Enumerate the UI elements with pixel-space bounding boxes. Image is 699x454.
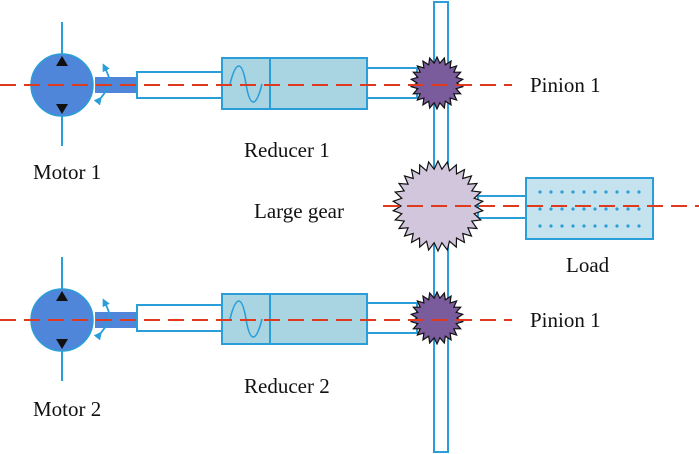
load-dot (560, 190, 564, 194)
load-dot (593, 207, 597, 211)
load-dot (560, 207, 564, 211)
label-reducer-2: Reducer 2 (244, 374, 330, 398)
load-dot (549, 224, 553, 228)
motor-1-down-arrow-icon (56, 104, 68, 114)
load-dot (571, 207, 575, 211)
motor-1-up-arrow-icon (56, 56, 68, 66)
label-motor-1: Motor 1 (33, 160, 101, 184)
motor-2-down-arrow-icon (56, 339, 68, 349)
pinion-1-bottom-gear-icon (409, 290, 465, 346)
load-dot (538, 224, 542, 228)
output-stage (383, 159, 699, 253)
drive-line-bottom (0, 257, 512, 381)
rotation-arrow-icon (93, 298, 111, 341)
label-reducer-1: Reducer 1 (244, 138, 330, 162)
load-dot (571, 190, 575, 194)
label-pinion-top: Pinion 1 (530, 73, 601, 97)
output-shaft-top (366, 67, 418, 99)
output-shaft-bottom (366, 302, 418, 334)
reducer-1 (221, 57, 368, 110)
load-dot (637, 224, 641, 228)
load-dot (549, 207, 553, 211)
drive-line-top (0, 22, 512, 146)
load-dot (626, 190, 630, 194)
load-dot (593, 190, 597, 194)
label-large-gear: Large gear (254, 199, 344, 223)
load-dot (637, 190, 641, 194)
load-dot (615, 190, 619, 194)
load-dot-pattern (538, 190, 641, 228)
load-dot (604, 190, 608, 194)
load-dot (582, 190, 586, 194)
label-motor-2: Motor 2 (33, 397, 101, 421)
load-dot (626, 207, 630, 211)
load-dot (538, 207, 542, 211)
load-dot (571, 224, 575, 228)
label-pinion-bottom: Pinion 1 (530, 308, 601, 332)
load-dot (604, 207, 608, 211)
load-dot (615, 224, 619, 228)
load-dot (593, 224, 597, 228)
load-dot (549, 190, 553, 194)
load-dot (582, 207, 586, 211)
load-dot (582, 224, 586, 228)
load-dot (604, 224, 608, 228)
load-dot (626, 224, 630, 228)
pinion-1-top-gear-icon (409, 55, 465, 111)
load-box (525, 177, 654, 240)
coupling-shaft-bottom (136, 304, 223, 332)
motor-2-up-arrow-icon (56, 291, 68, 301)
label-load: Load (566, 253, 610, 277)
rotation-arrow-icon (93, 63, 111, 106)
load-body (525, 177, 654, 240)
reducer-1-body (269, 57, 368, 110)
load-dot (637, 207, 641, 211)
load-dot (538, 190, 542, 194)
load-dot (560, 224, 564, 228)
load-dot (615, 207, 619, 211)
